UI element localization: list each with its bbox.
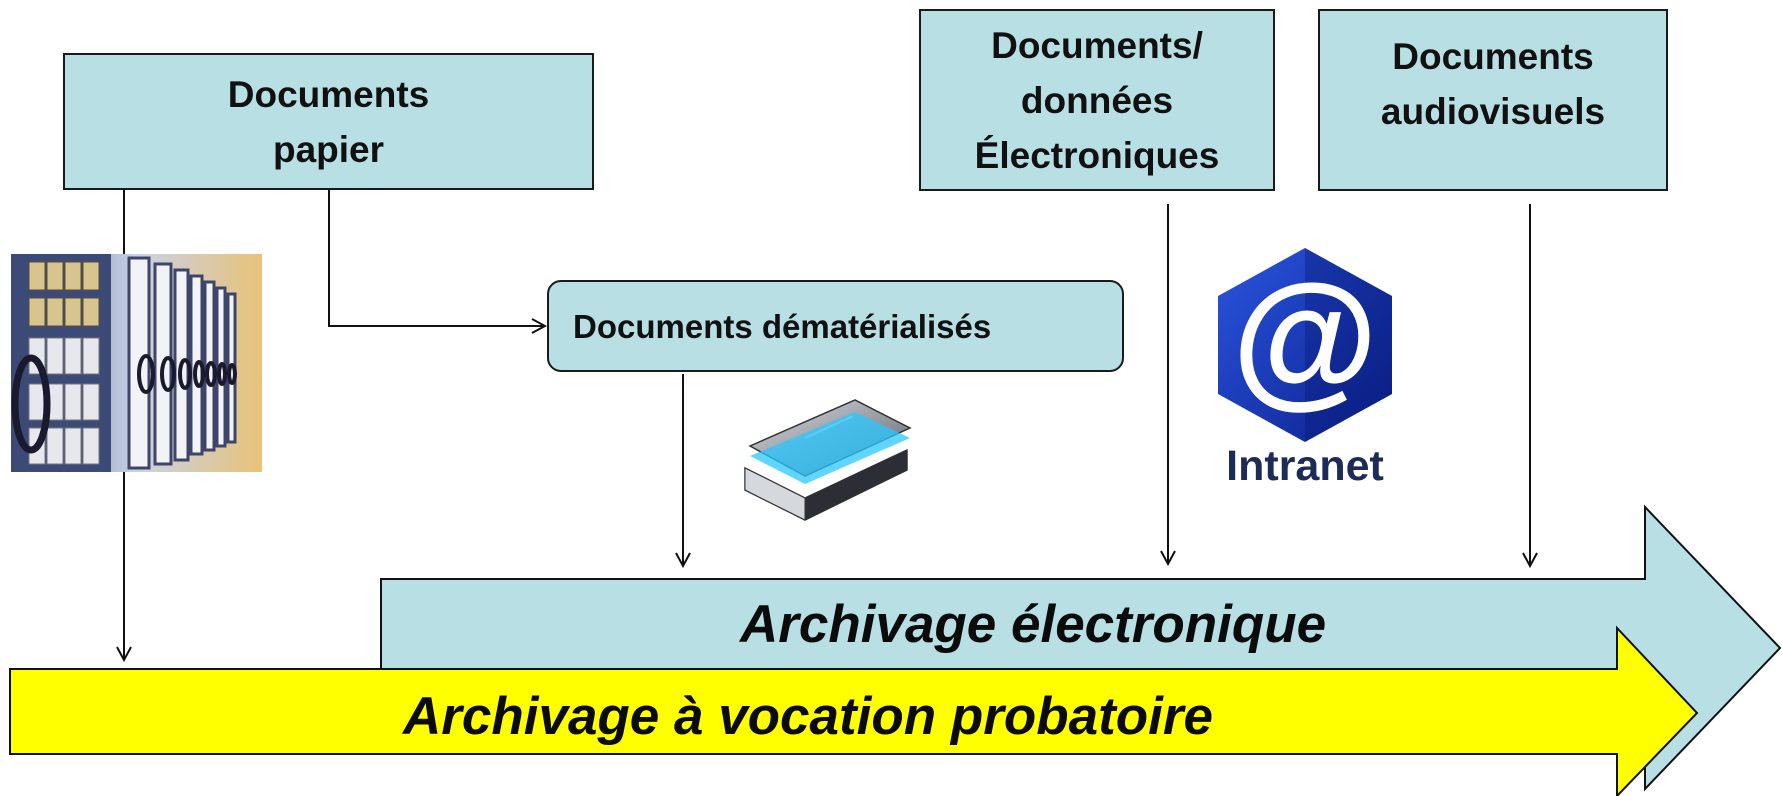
paper-documents-box: Documents papier xyxy=(63,53,594,190)
flatbed-scanner-icon xyxy=(744,399,912,521)
connector-paper-to-dematerialized xyxy=(328,190,545,326)
probatory-archiving-label: Archivage à vocation probatoire xyxy=(403,687,1213,746)
electronic-archiving-label: Archivage électronique xyxy=(740,595,1327,654)
intranet-label: Intranet xyxy=(1226,442,1384,490)
dematerialized-documents-label: Documents dématérialisés xyxy=(573,307,992,345)
audiovisual-documents-label: Documents audiovisuels xyxy=(1380,36,1606,132)
intranet-at-icon xyxy=(1218,248,1392,442)
at-symbol: @ xyxy=(1231,253,1379,421)
electronic-documents-label: Documents/ données Électroniques xyxy=(974,24,1220,176)
electronic-documents-box: Documents/ données Électroniques xyxy=(919,9,1275,191)
dematerialized-documents-box: Documents dématérialisés xyxy=(547,280,1124,372)
probatory-archiving-arrow xyxy=(9,625,1699,796)
audiovisual-documents-box: Documents audiovisuels xyxy=(1318,9,1668,191)
mobile-shelving-photo-icon xyxy=(11,254,262,472)
paper-documents-label: Documents papier xyxy=(227,73,430,170)
